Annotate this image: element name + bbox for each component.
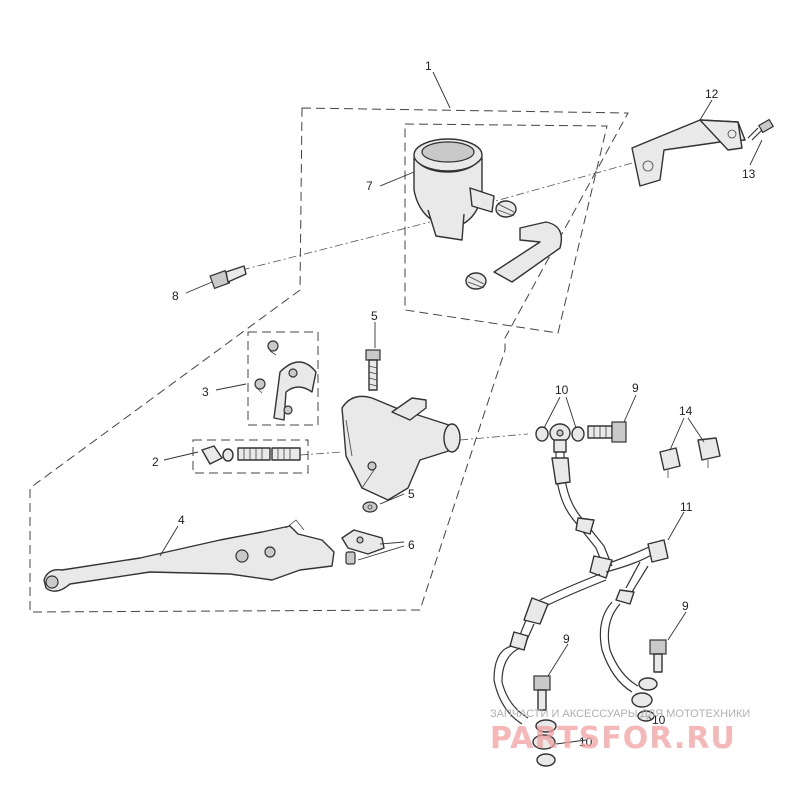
callout-13: 13 (742, 167, 756, 181)
assembly-boundary (29, 107, 629, 613)
lever-pivot-nut (362, 501, 378, 513)
clutch-lever (43, 519, 335, 592)
hose-clip-left (659, 447, 681, 478)
push-rod-assembly (201, 445, 301, 465)
banjo-bolt-lower-left (533, 675, 551, 711)
alignment-line-banjo (459, 433, 529, 441)
clamp-screw-upper (267, 340, 279, 356)
callout-5-upper: 5 (371, 309, 378, 323)
leader-lines (159, 71, 763, 745)
hose-clamp-lower (465, 272, 487, 290)
alignment-line-reservoir-bolt (241, 221, 431, 271)
master-cylinder-body (341, 395, 461, 501)
clutch-switch (341, 529, 385, 555)
watermark-brand: PARTSFOR.RU (490, 721, 736, 756)
callout-3: 3 (202, 385, 209, 399)
callout-2: 2 (152, 455, 159, 469)
callout-12: 12 (705, 87, 719, 101)
sealing-washer-lower-right-a (638, 677, 658, 691)
clutch-switch-screw (345, 551, 356, 565)
callout-10-left: 10 (579, 735, 593, 749)
reservoir-hose (493, 221, 563, 283)
callout-1: 1 (425, 59, 432, 73)
callout-8: 8 (172, 289, 179, 303)
sealing-washer-lower-left-a (535, 719, 557, 733)
watermark-tagline: ЗАПЧАСТИ И АКСЕССУАРЫ ДЛЯ МОТОТЕХНИКИ (490, 708, 750, 720)
clamp-bolt (365, 349, 381, 391)
callout-10-upper: 10 (555, 383, 569, 397)
hose-clip-right (697, 437, 721, 468)
pushrod-group-boundary (192, 439, 309, 474)
hose-clamp-upper (495, 200, 517, 218)
banjo-bolt-upper (587, 421, 627, 443)
callout-6: 6 (408, 538, 415, 552)
fluid-reservoir (413, 138, 495, 241)
callout-9-left: 9 (563, 632, 570, 646)
clamp-group-boundary (247, 331, 319, 426)
reservoir-group-boundary (404, 123, 608, 334)
callout-4: 4 (178, 513, 185, 527)
callout-10-right: 10 (652, 713, 666, 727)
alignment-line-pushrod (299, 451, 343, 456)
callout-5-lower: 5 (408, 487, 415, 501)
sealing-washer-lower-left-b (536, 753, 556, 767)
callout-9-upper: 9 (632, 381, 639, 395)
clamp-screw-lower (254, 378, 266, 394)
callout-9-right: 9 (682, 599, 689, 613)
sealing-washer-upper-right (571, 426, 585, 442)
banjo-fitting-lower-right (631, 692, 653, 708)
callout-7: 7 (366, 179, 373, 193)
bracket-bolt (747, 118, 775, 141)
reservoir-bracket (631, 119, 746, 187)
callout-14: 14 (679, 404, 693, 418)
reservoir-bolt (209, 265, 247, 290)
banjo-fitting-upper (549, 423, 571, 453)
banjo-bolt-lower-right (649, 639, 667, 673)
banjo-fitting-lower-left (532, 734, 556, 750)
alignment-line-bracket (469, 161, 637, 209)
callout-11: 11 (680, 500, 693, 514)
clutch-hose (493, 448, 669, 725)
handlebar-clamp (273, 361, 317, 421)
sealing-washer-upper-left (535, 426, 549, 442)
